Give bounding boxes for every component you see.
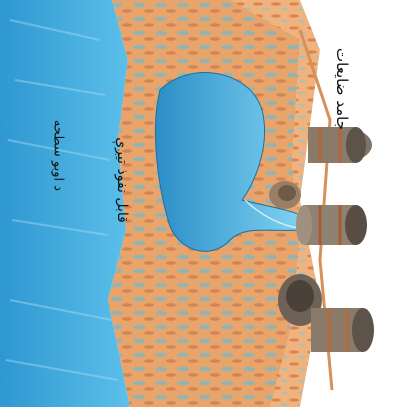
permeable-rock-label: قابل نفوذ تیږې [114,110,130,250]
solid-waste-label: جامد ضایعات [333,29,351,149]
barrel-5 [269,181,301,209]
barrel-4 [311,308,374,352]
surface-water-label: د اوبو سطحه [51,96,66,216]
barrel-2 [296,205,367,245]
